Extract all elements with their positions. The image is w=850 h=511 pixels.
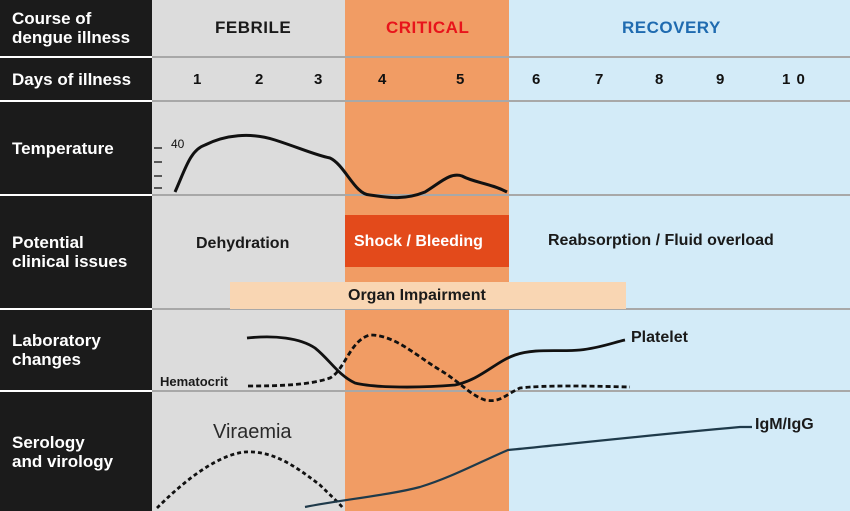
shock-bleeding-label: Shock / Bleeding xyxy=(354,233,483,250)
igm-igg-curve xyxy=(304,425,752,509)
platelet-curve xyxy=(246,335,626,389)
day-label: 1 xyxy=(193,71,202,88)
day-label: 6 xyxy=(532,71,541,88)
temperature-tick-label: 40 xyxy=(171,137,185,151)
row-label-clinical-text: Potential clinical issues xyxy=(12,233,128,271)
organ-impairment-label: Organ Impairment xyxy=(348,287,486,304)
day-label: 4 xyxy=(378,71,387,88)
row-label-laboratory: Laboratory changes xyxy=(0,310,152,390)
day-label: 1 0 xyxy=(782,71,806,88)
viraemia-curve xyxy=(156,450,345,509)
temperature-axis-ticks xyxy=(154,147,162,189)
day-label: 9 xyxy=(716,71,725,88)
row-label-course-text: Course of dengue illness xyxy=(12,9,131,47)
day-label: 2 xyxy=(255,71,264,88)
phase-critical: CRITICAL xyxy=(386,18,470,37)
igm-igg-label: IgM/IgG xyxy=(755,416,814,433)
row-label-temperature: Temperature xyxy=(0,102,152,194)
row-divider xyxy=(152,194,850,196)
hematocrit-label: Hematocrit xyxy=(160,374,228,389)
row-label-temperature-text: Temperature xyxy=(12,138,114,158)
row-divider xyxy=(152,56,850,58)
row-label-course: Course of dengue illness xyxy=(0,0,152,56)
row-label-clinical: Potential clinical issues xyxy=(0,196,152,308)
row-divider xyxy=(152,390,850,392)
row-label-serology: Serology and virology xyxy=(0,392,152,511)
phase-febrile: FEBRILE xyxy=(215,18,292,37)
reabsorption-label: Reabsorption / Fluid overload xyxy=(548,232,774,249)
day-label: 3 xyxy=(314,71,323,88)
phase-recovery: RECOVERY xyxy=(622,18,721,37)
febrile-background xyxy=(152,0,345,511)
platelet-label: Platelet xyxy=(631,329,688,346)
organ-impairment-bar xyxy=(230,282,626,309)
day-label: 8 xyxy=(655,71,664,88)
row-divider xyxy=(152,100,850,102)
viraemia-label: Viraemia xyxy=(213,421,292,443)
dehydration-label: Dehydration xyxy=(196,235,290,252)
temperature-curve xyxy=(173,134,508,200)
row-label-days: Days of illness xyxy=(0,58,152,100)
day-label: 7 xyxy=(595,71,604,88)
row-label-serology-text: Serology and virology xyxy=(12,432,114,471)
day-label: 5 xyxy=(456,71,465,88)
row-divider xyxy=(152,308,850,310)
recovery-background xyxy=(509,0,850,511)
row-label-laboratory-text: Laboratory changes xyxy=(12,331,101,369)
shock-bleeding-box xyxy=(345,215,509,267)
row-label-days-text: Days of illness xyxy=(12,69,132,89)
hematocrit-curve xyxy=(247,333,631,403)
